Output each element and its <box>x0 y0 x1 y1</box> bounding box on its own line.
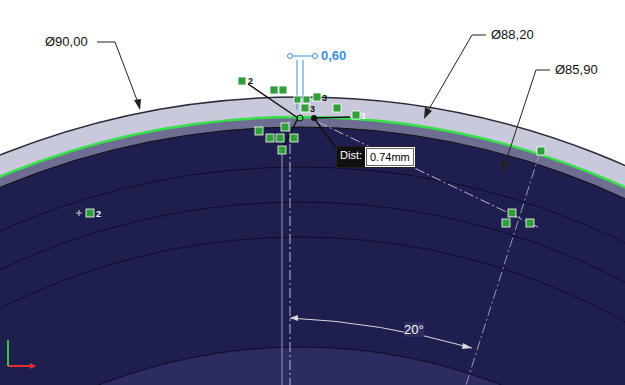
measure-tooltip: Dist:0.74mm <box>336 146 416 168</box>
relation-count: 2 <box>248 76 253 86</box>
offset-dimension: 0,60 <box>321 48 346 63</box>
angle-dimension: 20° <box>404 322 424 337</box>
diameter-dimension: Ø90,00 <box>44 34 89 49</box>
relation-count: 3 <box>310 104 315 114</box>
relation-count: 3 <box>322 93 327 103</box>
relation-count: 1 <box>361 111 366 121</box>
diameter-dimension: Ø88,20 <box>490 27 535 42</box>
relation-count: 2 <box>96 209 101 219</box>
tooltip-caption: Dist: <box>337 147 365 167</box>
tooltip-value: 0.74mm <box>366 148 414 166</box>
diameter-dimension: Ø85,90 <box>554 62 599 77</box>
